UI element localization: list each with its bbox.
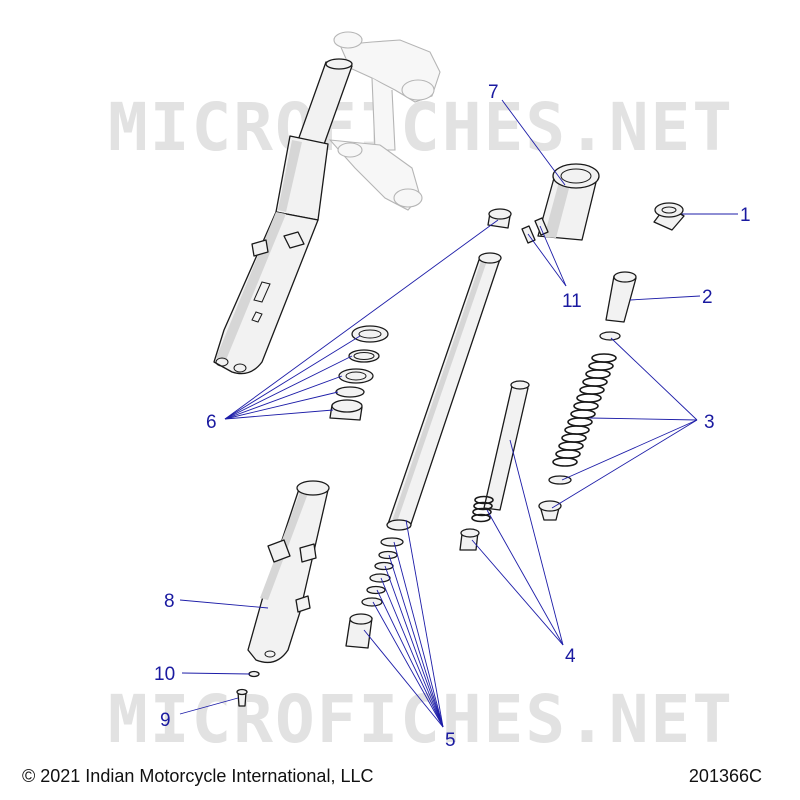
part-8-lower-leg — [247, 480, 330, 664]
assembled-fork-left — [213, 58, 353, 375]
footer-drawing-number: 201366C — [688, 766, 762, 786]
part-5-inner-tube — [345, 252, 502, 649]
watermark-bottom: MICROFICHES.NET — [108, 681, 734, 758]
callout-11: 11 — [562, 291, 582, 312]
callout-6: 6 — [206, 412, 217, 433]
part-10-washer — [248, 670, 260, 678]
leader-lines — [179, 99, 738, 728]
callout-1: 1 — [740, 205, 751, 226]
callout-8: 8 — [164, 591, 175, 612]
callout-2: 2 — [702, 287, 713, 308]
part-4-damper-rod — [459, 380, 530, 551]
callout-4: 4 — [565, 646, 576, 667]
callout-9: 9 — [160, 710, 171, 731]
callout-3: 3 — [704, 412, 715, 433]
callout-10: 10 — [154, 664, 175, 685]
footer-copyright: © 2021 Indian Motorcycle International, … — [22, 766, 374, 786]
part-7-sleeve — [537, 163, 600, 241]
part-11-pins — [521, 217, 549, 244]
part-6-seals — [329, 208, 512, 421]
part-3-spring — [538, 331, 621, 521]
part-9-bolt — [236, 688, 248, 707]
callout-7: 7 — [488, 82, 499, 103]
callout-5: 5 — [445, 730, 456, 751]
part-1-cap — [653, 202, 685, 231]
part-2-spacer — [605, 271, 637, 323]
watermark-top: MICROFICHES.NET — [108, 89, 734, 166]
triple-clamp-context — [328, 31, 441, 211]
